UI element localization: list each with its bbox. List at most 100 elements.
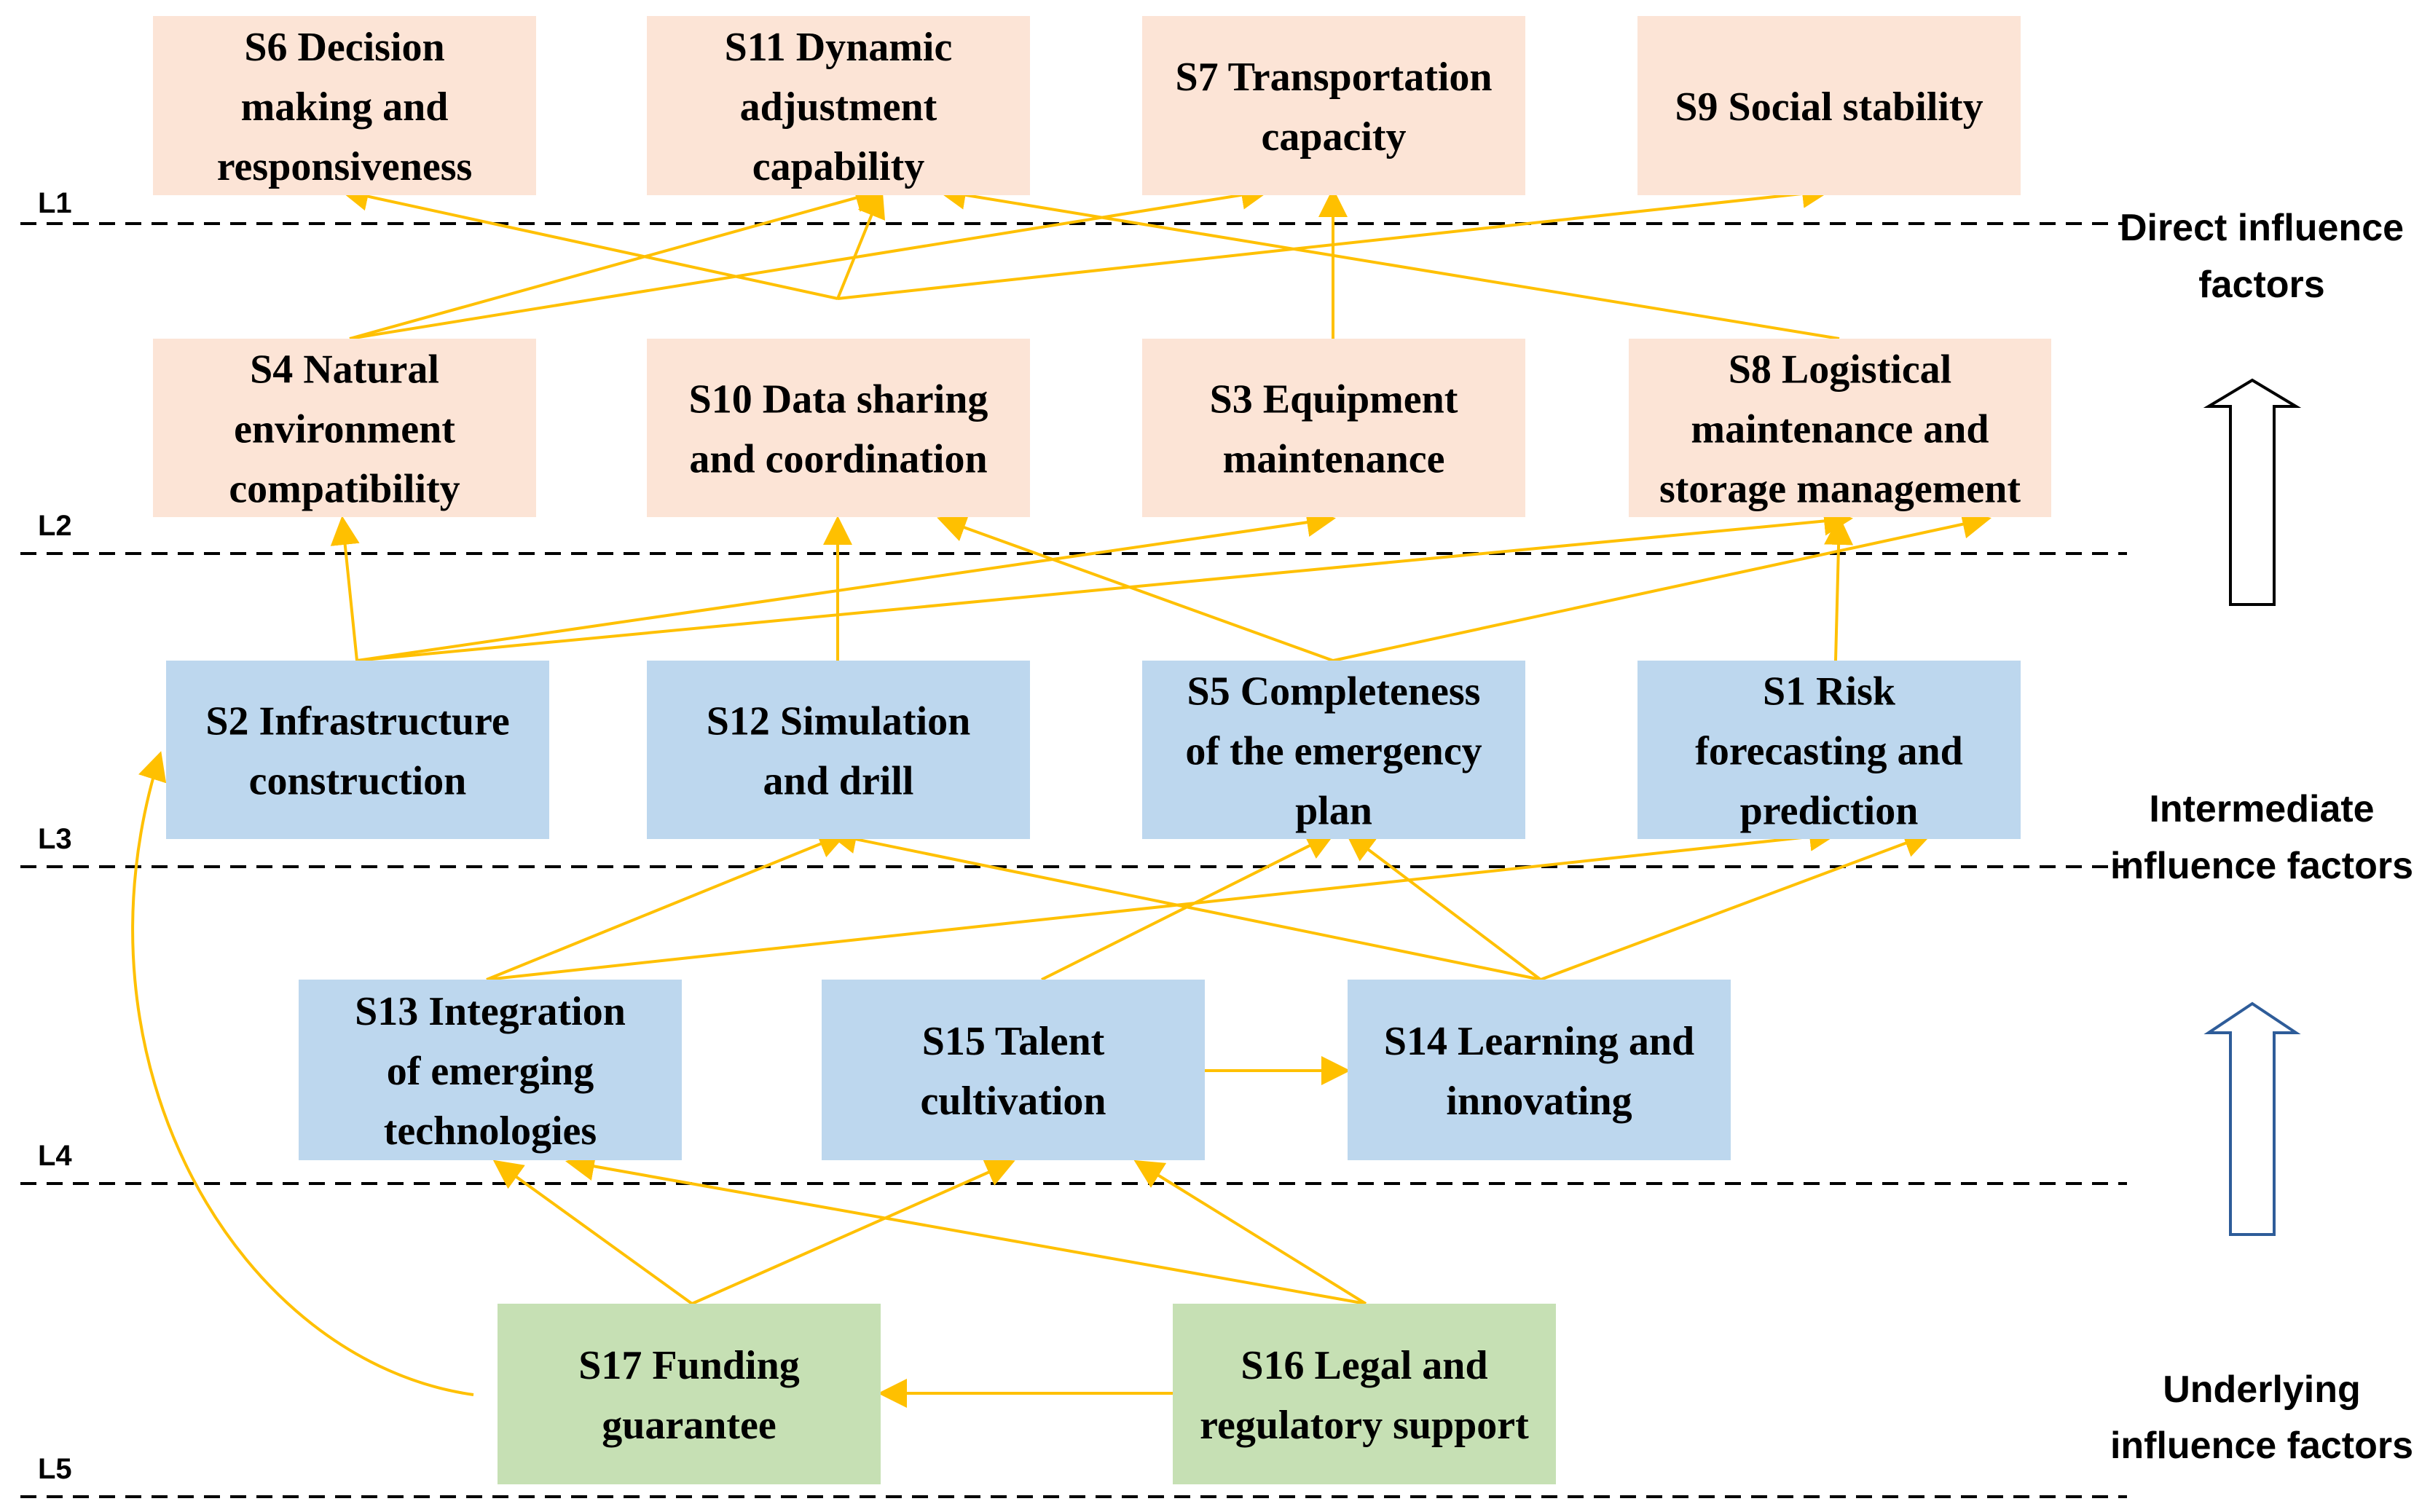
node-label-s2-line-1: S2 Infrastructure xyxy=(205,699,509,744)
node-label-s13-line-2: of emerging xyxy=(387,1049,594,1094)
node-label-s17-line-1: S17 Funding xyxy=(578,1343,800,1388)
node-label-s3-line-1: S3 Equipment xyxy=(1210,377,1458,422)
edge-s2-to-s3 xyxy=(356,508,1336,662)
node-label-s6-line-3: responsiveness xyxy=(217,144,473,189)
node-box-s6 xyxy=(153,16,536,195)
node-label-s14-line-1: S14 Learning and xyxy=(1384,1019,1694,1064)
node-label-s16-line-1: S16 Legal and xyxy=(1241,1343,1487,1388)
underlying-influence-label-2: influence factors xyxy=(2110,1425,2413,1467)
node-s7: S7 Transportation capacity xyxy=(1142,16,1525,195)
node-box-s2 xyxy=(166,661,549,839)
node-label-s11-line-2: adjustment xyxy=(740,84,937,130)
node-label-s6-line-1: S6 Decision xyxy=(244,25,444,70)
edge-s16-to-s15 xyxy=(1133,1159,1367,1305)
node-box-s1 xyxy=(1637,661,2021,839)
node-box-s4 xyxy=(153,339,536,517)
edge-s2-to-s8 xyxy=(356,506,1853,662)
node-label-s4-line-2: environment xyxy=(234,407,455,452)
node-box-s3 xyxy=(1142,339,1525,517)
node-box-s8 xyxy=(1629,339,2051,517)
node-label-s7-line-2: capacity xyxy=(1261,114,1406,160)
node-s2: S2 Infrastructure construction xyxy=(166,661,549,839)
node-label-s8-line-2: maintenance and xyxy=(1691,407,1989,452)
node-label-s17-line-2: guarantee xyxy=(602,1403,776,1448)
node-label-s3-line-2: maintenance xyxy=(1223,437,1445,482)
node-label-s14-line-2: innovating xyxy=(1446,1079,1632,1124)
node-label-s4-line-3: compatibility xyxy=(229,467,460,512)
node-box-s16 xyxy=(1173,1304,1556,1484)
node-label-s10-line-2: and coordination xyxy=(689,437,987,482)
node-label-s12-line-1: S12 Simulation xyxy=(707,699,971,744)
hollow-up-arrow-dark-icon xyxy=(2203,378,2302,606)
node-box-s15 xyxy=(822,980,1205,1160)
edge-s17-to-s2 xyxy=(131,751,474,1396)
level-label-5: L5 xyxy=(38,1453,72,1485)
direct-influence-label-2: factors xyxy=(2198,264,2324,306)
node-label-s13-line-3: technologies xyxy=(384,1109,597,1154)
edge-s8-to-s11 xyxy=(937,181,1840,340)
node-s16: S16 Legal and regulatory support xyxy=(1173,1304,1556,1484)
nodes: S6 Decision making and responsiveness S11 D… xyxy=(153,16,2051,1484)
edge-s13-to-s12 xyxy=(486,830,848,981)
edge-s4-to-s11 xyxy=(349,184,884,340)
edge-s1-to-s8 xyxy=(1824,516,1854,661)
intermediate-influence-label-2: influence factors xyxy=(2110,845,2413,887)
node-label-s13-line-1: S13 Integration xyxy=(355,989,626,1034)
level-label-3: L3 xyxy=(38,823,72,855)
edge-s13-to-s1 xyxy=(486,822,1839,981)
node-box-s12 xyxy=(647,661,1030,839)
node-label-s11-line-3: capability xyxy=(752,144,924,189)
edge-s5-to-s8 xyxy=(1332,510,1992,662)
edge-s14-to-s12 xyxy=(827,824,1541,981)
node-s6: S6 Decision making and responsiveness xyxy=(153,16,536,195)
intermediate-influence-label-1: Intermediate xyxy=(2149,788,2374,830)
hollow-up-arrow-blue-icon xyxy=(2203,1001,2301,1236)
node-label-s7-line-1: S7 Transportation xyxy=(1175,55,1492,100)
node-s9: S9 Social stability xyxy=(1637,16,2021,195)
edge-s17-to-s15 xyxy=(691,1159,1015,1305)
node-box-s17 xyxy=(498,1304,881,1484)
node-s14: S14 Learning and innovating xyxy=(1348,980,1731,1160)
node-box-s11 xyxy=(647,16,1030,195)
node-box-s9 xyxy=(1637,16,2021,195)
edges xyxy=(131,179,1992,1408)
node-box-s14 xyxy=(1348,980,1731,1160)
node-label-s6-line-2: making and xyxy=(241,84,449,130)
node-s15: S15 Talent cultivation xyxy=(822,980,1205,1160)
node-label-s11-line-1: S11 Dynamic xyxy=(725,25,953,70)
side-labels: Direct influence factors Intermediate in… xyxy=(2110,207,2413,1467)
level-labels: L1 L2 L3 L4 L5 xyxy=(38,187,72,1485)
node-label-s12-line-2: and drill xyxy=(763,759,914,804)
node-label-s2-line-2: construction xyxy=(249,759,467,804)
edge-s16-to-s13 xyxy=(565,1151,1367,1305)
node-s12: S12 Simulation and drill xyxy=(647,661,1030,839)
node-label-s15-line-1: S15 Talent xyxy=(922,1019,1105,1064)
node-box-s13 xyxy=(299,980,682,1160)
node-s13: S13 Integration of emerging technologies xyxy=(299,980,682,1160)
edge-s10-to-s11 xyxy=(836,188,886,299)
node-label-s8-line-1: S8 Logistical xyxy=(1729,347,1951,393)
node-label-s1-line-1: S1 Risk xyxy=(1763,669,1896,714)
level-label-2: L2 xyxy=(38,510,72,542)
node-s17: S17 Funding guarantee xyxy=(498,1304,881,1484)
node-s3: S3 Equipment maintenance xyxy=(1142,339,1525,517)
node-label-s4-line-1: S4 Natural xyxy=(250,347,439,393)
node-s11: S11 Dynamic adjustment capability xyxy=(647,16,1030,195)
edge-s10-to-s6 xyxy=(339,182,838,300)
node-box-s7 xyxy=(1142,16,1525,195)
node-label-s16-line-2: regulatory support xyxy=(1200,1403,1529,1448)
node-box-s10 xyxy=(647,339,1030,517)
level-lines xyxy=(20,222,2127,1498)
node-label-s5-line-2: of the emergency xyxy=(1185,729,1482,774)
node-box-s5 xyxy=(1142,661,1525,839)
edge-s14-to-s5 xyxy=(1345,832,1542,981)
underlying-influence-label-1: Underlying xyxy=(2163,1369,2361,1411)
edge-s14-to-s1 xyxy=(1540,829,1933,981)
level-label-1: L1 xyxy=(38,187,72,219)
node-label-s15-line-2: cultivation xyxy=(920,1079,1106,1124)
